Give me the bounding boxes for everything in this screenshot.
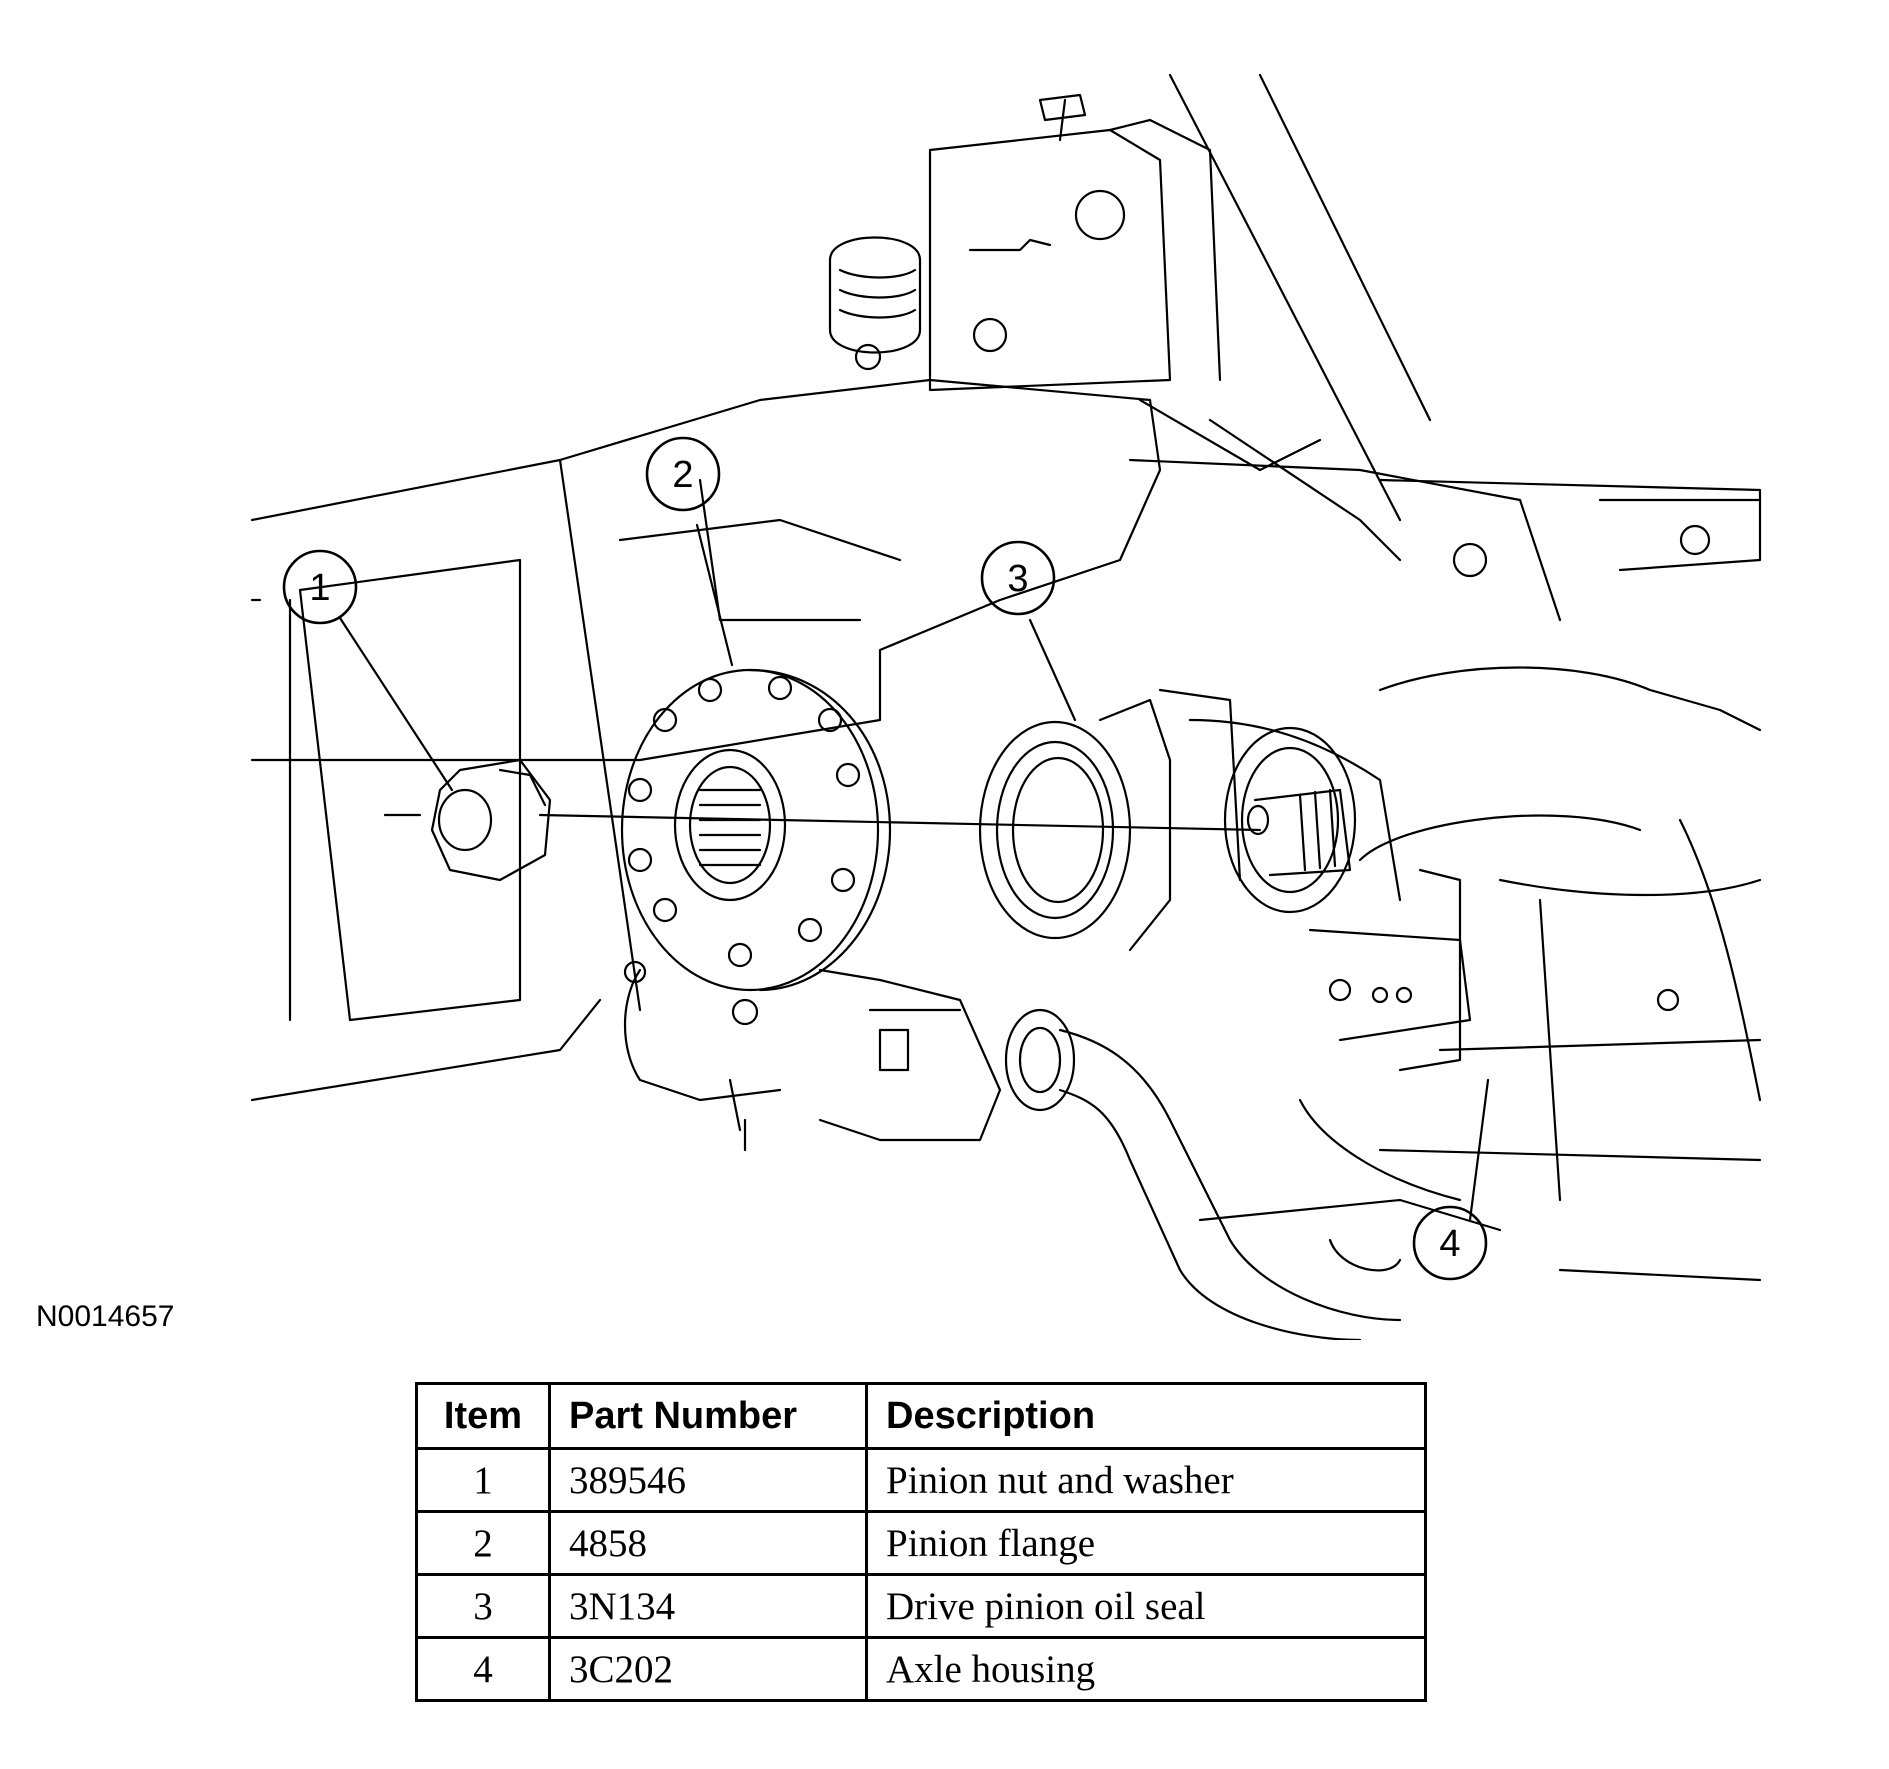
cell-item: 3 — [415, 1573, 551, 1639]
leader-lines — [338, 523, 1490, 1222]
oil-seal-shape — [978, 688, 1242, 952]
cell-item: 4 — [415, 1636, 551, 1702]
pinion-shaft-shape — [1223, 726, 1357, 914]
header-part-number: Part Number — [548, 1382, 868, 1450]
callout-4-label: 4 — [1439, 1223, 1460, 1265]
cell-description: Axle housing — [865, 1636, 1427, 1702]
callout-4: 4 — [1412, 1205, 1488, 1281]
figure-id: N0014657 — [36, 1300, 175, 1333]
cell-part-number: 3C202 — [548, 1636, 868, 1702]
upper-bracket — [828, 73, 1432, 562]
callout-1-label: 1 — [309, 567, 330, 609]
table-row: 1 389546 Pinion nut and washer — [415, 1447, 1427, 1513]
pinion-nut-shape — [430, 758, 552, 882]
lower-tubes — [623, 960, 1402, 1340]
assembly-axis-line — [383, 813, 1262, 832]
right-housing — [1128, 458, 1762, 1282]
header-description: Description — [865, 1382, 1427, 1450]
cell-item: 1 — [415, 1447, 551, 1513]
cell-part-number: 4858 — [548, 1510, 868, 1576]
table-row: 4 3C202 Axle housing — [415, 1636, 1427, 1702]
callout-3: 3 — [980, 540, 1056, 616]
callout-2: 2 — [645, 436, 721, 512]
cell-part-number: 389546 — [548, 1447, 868, 1513]
cell-description: Pinion nut and washer — [865, 1447, 1427, 1513]
cell-part-number: 3N134 — [548, 1573, 868, 1639]
frame-outline — [250, 378, 1162, 1102]
table-header-row: Item Part Number Description — [415, 1382, 1427, 1450]
cell-item: 2 — [415, 1510, 551, 1576]
header-item: Item — [415, 1382, 551, 1450]
callout-2-label: 2 — [672, 454, 693, 496]
table-row: 2 4858 Pinion flange — [415, 1510, 1427, 1576]
pinion-flange-shape — [620, 668, 892, 992]
callout-1: 1 — [282, 549, 358, 625]
exploded-view-drawing: 1 2 3 4 — [250, 73, 1762, 1340]
table-row: 3 3N134 Drive pinion oil seal — [415, 1573, 1427, 1639]
callout-3-label: 3 — [1007, 558, 1028, 600]
cell-description: Drive pinion oil seal — [865, 1573, 1427, 1639]
parts-table: Item Part Number Description 1 389546 Pi… — [415, 1382, 1427, 1702]
cell-description: Pinion flange — [865, 1510, 1427, 1576]
